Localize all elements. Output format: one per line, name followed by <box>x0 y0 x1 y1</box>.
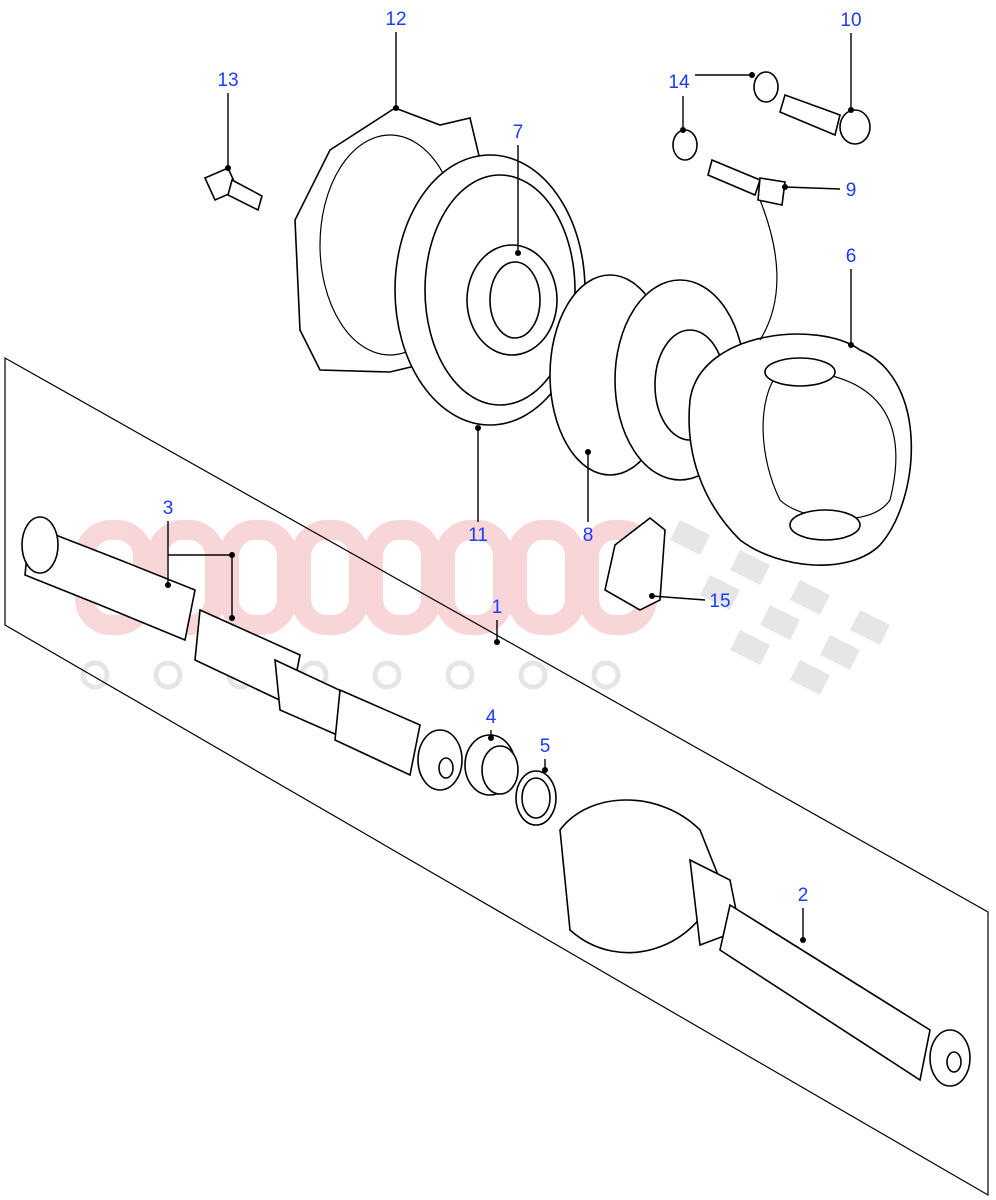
leader-dot <box>229 615 235 621</box>
leader-dot <box>848 107 854 113</box>
leader-dot <box>782 184 788 190</box>
bearing-ring <box>464 734 519 796</box>
callout-15[interactable]: 15 <box>649 591 731 612</box>
leader-dot <box>680 127 686 133</box>
callout-4[interactable]: 4 <box>486 707 497 741</box>
leader-dot <box>800 937 806 943</box>
leader-dot <box>542 767 548 773</box>
outer-cv-joint-shaft <box>559 799 971 1087</box>
snap-ring <box>515 770 557 826</box>
callout-5[interactable]: 5 <box>540 736 551 773</box>
callout-7[interactable]: 7 <box>513 122 524 256</box>
leader-dot <box>749 72 755 78</box>
leader-dot <box>494 639 500 645</box>
bracket-plate <box>604 516 666 611</box>
inner-shaft <box>21 516 463 791</box>
callout-label[interactable]: 7 <box>513 122 524 143</box>
callout-label[interactable]: 10 <box>840 10 861 31</box>
leader-dot <box>488 735 494 741</box>
callout-label[interactable]: 8 <box>583 525 594 546</box>
watermark-sub-letter-shape <box>372 660 402 690</box>
watermark-sub-letter-shape <box>153 660 183 690</box>
callout-2[interactable]: 2 <box>798 885 809 943</box>
callout-label[interactable]: 2 <box>798 885 809 906</box>
callout-10[interactable]: 10 <box>840 10 862 113</box>
bolt-path-line <box>759 199 778 341</box>
watermark-sub-letter-shape <box>80 660 110 690</box>
callout-label[interactable]: 1 <box>492 597 503 618</box>
callout-label[interactable]: 12 <box>385 9 406 30</box>
callout-label[interactable]: 4 <box>486 707 497 728</box>
watermark-letter-shape <box>507 520 585 635</box>
callout-label[interactable]: 3 <box>163 498 174 519</box>
leader-dot <box>848 342 854 348</box>
yoke <box>688 333 913 566</box>
watermark-sub-letter-shape <box>518 660 548 690</box>
leader-dot <box>585 449 591 455</box>
callout-6[interactable]: 6 <box>846 246 857 348</box>
callout-label[interactable]: 6 <box>846 246 857 267</box>
callout-9[interactable]: 9 <box>782 180 856 201</box>
watermark-letter-shape <box>291 520 369 635</box>
leader-line <box>784 186 841 190</box>
bolt-13 <box>203 166 263 212</box>
watermark-checker-flag <box>670 520 890 695</box>
callout-8[interactable]: 8 <box>583 449 594 546</box>
watermark-letter-shape <box>363 520 441 635</box>
leader-dot <box>515 250 521 256</box>
assembly-frame <box>4 356 989 1197</box>
watermark-sub-letter-shape <box>591 660 621 690</box>
callout-13[interactable]: 13 <box>217 70 239 171</box>
leader-line <box>651 595 706 601</box>
leader-dot <box>225 165 231 171</box>
leader-dot <box>393 105 399 111</box>
leader-dot <box>475 425 481 431</box>
callout-14[interactable]: 14 <box>668 72 755 133</box>
leader-dot <box>649 593 655 599</box>
callout-label[interactable]: 13 <box>217 70 238 91</box>
watermark-sub-letter-shape <box>445 660 475 690</box>
washer-14a <box>753 71 779 103</box>
callout-label[interactable]: 5 <box>540 736 551 757</box>
callout-3[interactable]: 3 <box>163 498 235 621</box>
watermark-letter-shape <box>219 520 297 635</box>
callout-label[interactable]: 9 <box>846 180 857 201</box>
callout-label[interactable]: 14 <box>668 72 690 93</box>
washer-14b <box>672 129 698 161</box>
callout-12[interactable]: 12 <box>385 9 407 111</box>
bolt-10 <box>779 93 871 145</box>
watermark-letter-shape <box>435 520 513 635</box>
callout-label[interactable]: 11 <box>468 525 488 546</box>
callout-11[interactable]: 11 <box>468 425 488 546</box>
callout-label[interactable]: 15 <box>709 591 730 612</box>
bolt-9 <box>707 158 786 206</box>
leader-dot <box>165 582 171 588</box>
callout-1[interactable]: 1 <box>492 597 503 645</box>
